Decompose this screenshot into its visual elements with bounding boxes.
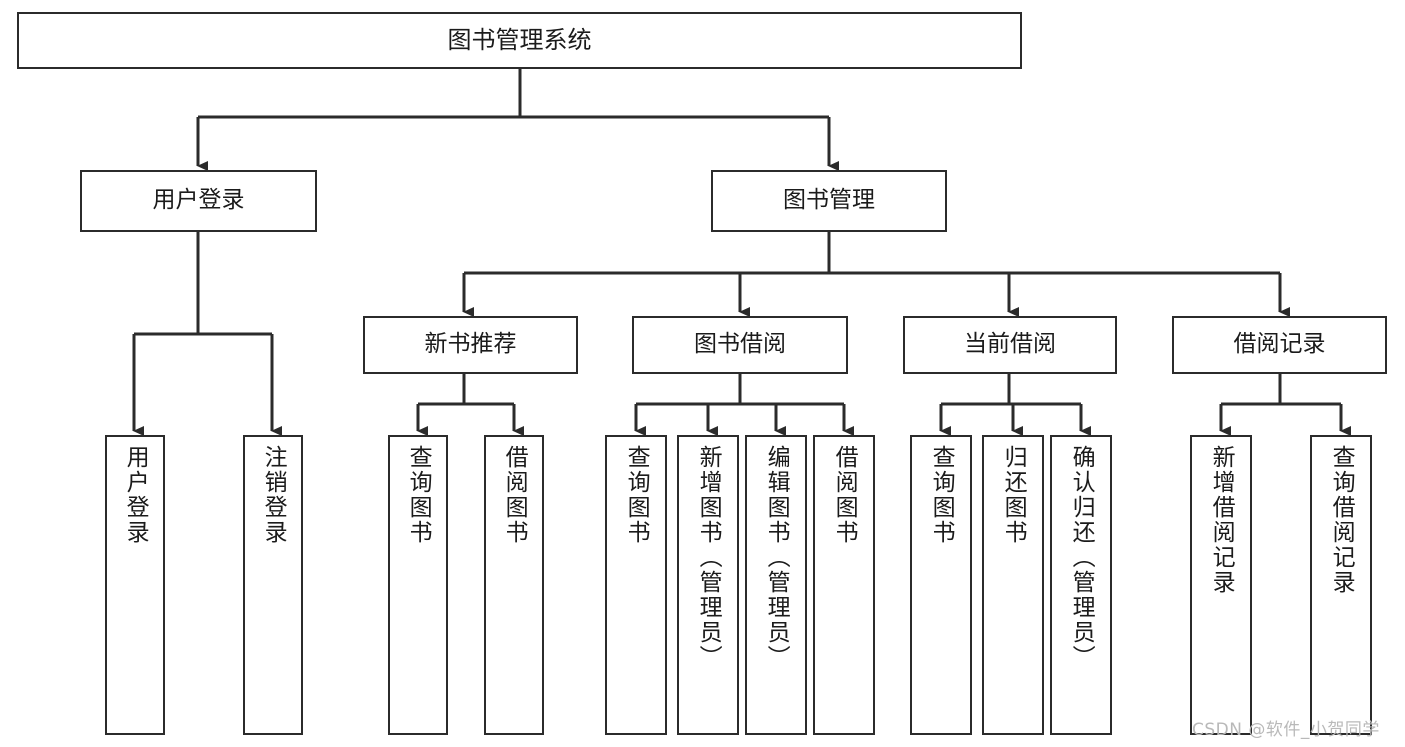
node-current-borrow[interactable]: 当前借阅 (903, 316, 1117, 374)
node-leaf-query-borrow-record-label: 查询借阅记录 (1328, 445, 1355, 595)
node-book-management-label: 图书管理 (783, 187, 875, 214)
node-leaf-query-book-rec[interactable]: 查询图书 (388, 435, 448, 735)
node-leaf-return-book[interactable]: 归还图书 (982, 435, 1044, 735)
node-leaf-query-borrow-record[interactable]: 查询借阅记录 (1310, 435, 1372, 735)
node-leaf-query-book-current[interactable]: 查询图书 (910, 435, 972, 735)
node-user-login[interactable]: 用户登录 (80, 170, 317, 232)
node-root-label: 图书管理系统 (447, 26, 592, 55)
node-leaf-add-borrow-record-label: 新增借阅记录 (1208, 445, 1235, 595)
node-leaf-add-borrow-record[interactable]: 新增借阅记录 (1190, 435, 1252, 735)
node-leaf-user-logout-label: 注销登录 (260, 445, 287, 545)
node-book-borrow-label: 图书借阅 (694, 331, 786, 358)
node-leaf-user-logout[interactable]: 注销登录 (243, 435, 303, 735)
node-leaf-borrow-book-rec[interactable]: 借阅图书 (484, 435, 544, 735)
node-leaf-edit-book-label: 编辑图书（管理员） (763, 445, 790, 670)
node-leaf-borrow-book-rec-label: 借阅图书 (501, 445, 528, 545)
node-user-login-label: 用户登录 (152, 187, 245, 214)
node-borrow-record-label: 借阅记录 (1233, 331, 1326, 358)
node-leaf-add-book[interactable]: 新增图书（管理员） (677, 435, 739, 735)
node-leaf-borrow-book-label: 借阅图书 (831, 445, 858, 545)
node-leaf-confirm-return-label: 确认归还（管理员） (1068, 445, 1095, 670)
node-leaf-confirm-return[interactable]: 确认归还（管理员） (1050, 435, 1112, 735)
node-leaf-query-book-rec-label: 查询图书 (405, 445, 432, 545)
node-new-book-recommend[interactable]: 新书推荐 (363, 316, 578, 374)
node-leaf-query-book-borrow[interactable]: 查询图书 (605, 435, 667, 735)
node-leaf-edit-book[interactable]: 编辑图书（管理员） (745, 435, 807, 735)
node-leaf-borrow-book[interactable]: 借阅图书 (813, 435, 875, 735)
node-new-book-recommend-label: 新书推荐 (424, 331, 517, 358)
watermark: CSDN @软件_小贺同学 (1192, 720, 1380, 740)
node-leaf-query-book-borrow-label: 查询图书 (623, 445, 650, 545)
node-book-management[interactable]: 图书管理 (711, 170, 947, 232)
node-book-borrow[interactable]: 图书借阅 (632, 316, 848, 374)
node-leaf-return-book-label: 归还图书 (1000, 445, 1027, 545)
node-root[interactable]: 图书管理系统 (17, 12, 1022, 69)
node-leaf-add-book-label: 新增图书（管理员） (695, 445, 722, 670)
node-leaf-query-book-current-label: 查询图书 (928, 445, 955, 545)
node-borrow-record[interactable]: 借阅记录 (1172, 316, 1387, 374)
node-leaf-user-login-label: 用户登录 (122, 445, 149, 545)
node-current-borrow-label: 当前借阅 (964, 331, 1056, 358)
node-leaf-user-login[interactable]: 用户登录 (105, 435, 165, 735)
